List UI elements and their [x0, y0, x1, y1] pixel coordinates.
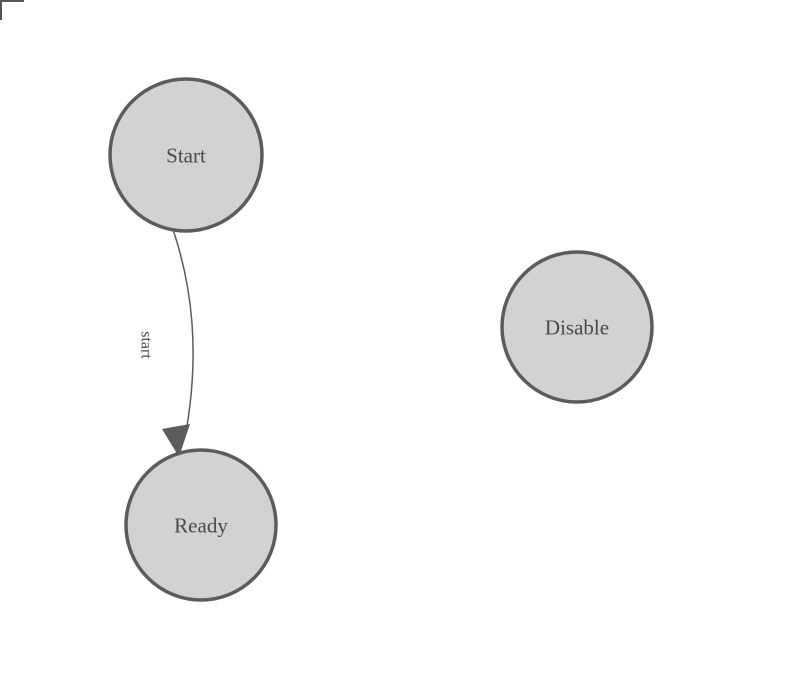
- state-node-ready-circle[interactable]: [124, 448, 278, 602]
- transition-edge-path[interactable]: [172, 230, 194, 433]
- state-node-disable-label: Disable: [545, 315, 609, 339]
- state-node-start-label: Start: [166, 143, 206, 167]
- state-node-ready[interactable]: Ready: [124, 448, 278, 602]
- state-node-disable[interactable]: Disable: [500, 250, 654, 404]
- transition-edge-start-to-ready[interactable]: start: [137, 230, 194, 457]
- arrowhead-icon: [162, 424, 190, 457]
- state-node-start[interactable]: Start: [108, 77, 264, 233]
- state-node-start-circle[interactable]: [108, 77, 264, 233]
- canvas-corner-mark-icon: [0, 0, 24, 20]
- state-node-ready-label: Ready: [174, 513, 228, 537]
- state-node-disable-circle[interactable]: [500, 250, 654, 404]
- transition-edge-label: start: [137, 331, 154, 359]
